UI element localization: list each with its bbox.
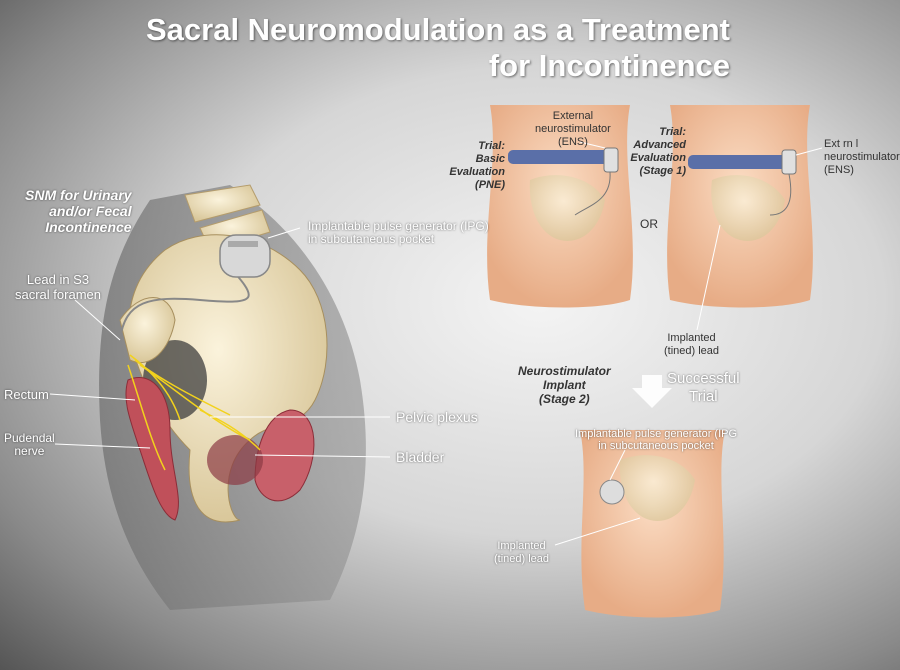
- title-line-1: Sacral Neuromodulation as a Treatment: [145, 12, 730, 47]
- label-bladder: Bladder: [396, 449, 445, 465]
- label-trial-basic: Trial: Basic Evaluation (PNE): [449, 140, 505, 191]
- label-ens-1: External neurostimulator (ENS): [535, 110, 611, 148]
- back-view-basic: [487, 105, 633, 308]
- label-lead-s3: Lead in S3 sacral foramen: [15, 272, 101, 302]
- nerve-plexus: [127, 354, 261, 471]
- belt-1: [508, 150, 618, 164]
- title-line-2: for Incontinence: [488, 48, 730, 83]
- back-view-implant: [580, 430, 725, 618]
- ipg-device-2: [599, 479, 625, 505]
- rectum-organ: [125, 377, 179, 521]
- back-view-advanced: [667, 105, 813, 308]
- sacrum: [119, 297, 176, 364]
- label-pelvic-plexus: Pelvic plexus: [396, 409, 478, 425]
- belt-2: [688, 155, 793, 169]
- snm-heading: SNM for Urinary and/or Fecal Incontinenc…: [25, 187, 132, 235]
- label-successful-trial: Successful Trial: [667, 370, 740, 405]
- label-ens-2: Ext rn l neurostimulator (ENS): [824, 138, 900, 176]
- label-neurostimulator-implant: Neurostimulator Implant (Stage 2): [518, 364, 611, 406]
- lumbar-spine: [184, 184, 261, 223]
- page-title: Sacral Neuromodulation as a Treatment fo…: [146, 12, 730, 84]
- lead-wire: [119, 261, 250, 341]
- label-implanted-lead-2: Implanted (tined) lead: [494, 540, 550, 565]
- label-or: OR: [640, 217, 658, 231]
- label-ipg: Implantable pulse generator (IPG) in sub…: [308, 219, 489, 246]
- label-implanted-lead-1: Implanted (tined) lead: [664, 332, 720, 357]
- label-ipg-2: Implantable pulse generator (IPG in subc…: [575, 428, 738, 452]
- label-trial-advanced: Trial: Advanced Evaluation (Stage 1): [630, 126, 686, 177]
- label-rectum: Rectum: [4, 387, 49, 402]
- down-arrow: [632, 375, 672, 408]
- label-pudendal-nerve: Pudendal nerve: [4, 431, 55, 458]
